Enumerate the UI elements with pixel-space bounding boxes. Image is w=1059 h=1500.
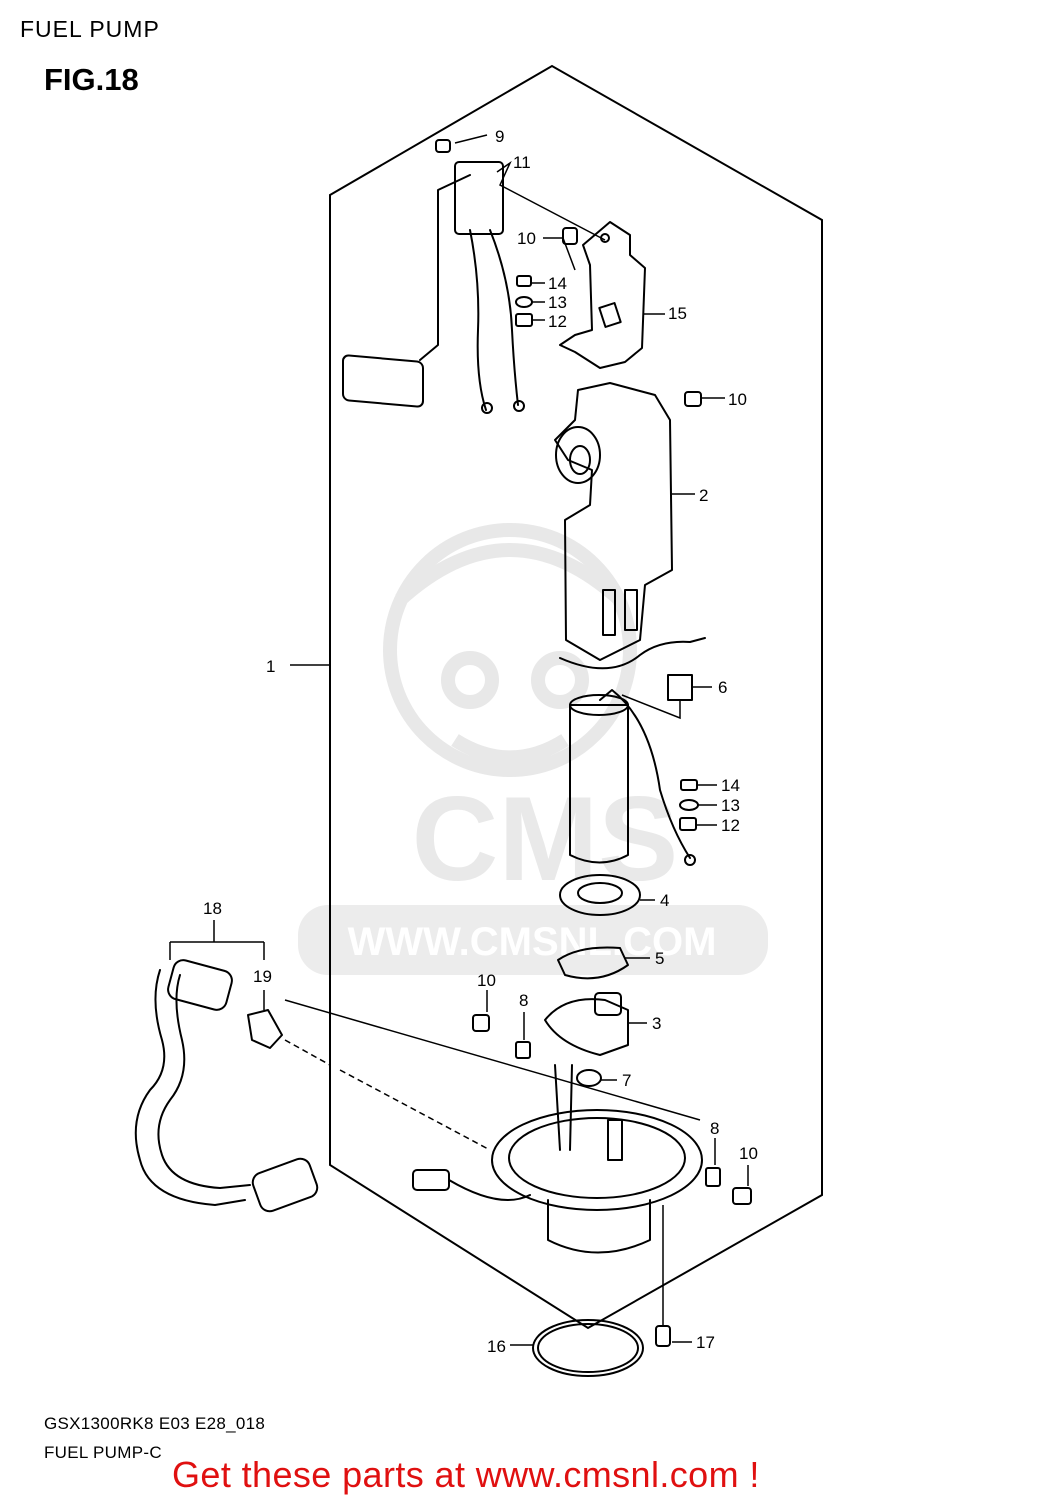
callout-19: 19 (253, 967, 272, 986)
callout-8: 8 (519, 991, 528, 1010)
nut-12-low (679, 817, 697, 831)
housing-slot-1 (602, 589, 616, 636)
pump-wire-terminal (684, 854, 696, 866)
watermark-logo-text: CMS (412, 772, 679, 906)
watermark-banner (298, 905, 768, 975)
fuel-hose (134, 969, 246, 1206)
screw-10-mid (684, 391, 702, 407)
callout-6: 6 (718, 678, 727, 697)
callout-7: 7 (622, 1071, 631, 1090)
o-ring-large-inner (537, 1323, 639, 1373)
flange-bracket (607, 1119, 623, 1161)
strainer-outlet (594, 992, 622, 1016)
callout-9: 9 (495, 127, 504, 146)
grommet (667, 674, 693, 701)
float-arm (419, 174, 471, 361)
callout-11: 11 (513, 153, 531, 172)
pump-housing (554, 382, 673, 661)
strainer (544, 998, 629, 1056)
float (342, 354, 424, 408)
leader-lines (169, 134, 749, 1346)
clamp-19 (247, 1009, 283, 1049)
assembly-outline (329, 64, 823, 1330)
housing-slot-2 (624, 589, 638, 631)
page-title: FUEL PUMP (20, 16, 160, 42)
callout-13: 13 (548, 293, 567, 312)
inner-hose-connector (412, 1169, 450, 1191)
housing-port (555, 426, 601, 484)
housing-port-inner (569, 445, 591, 475)
callout-16: 16 (487, 1337, 506, 1356)
ground-wire (559, 637, 706, 670)
watermark: CMS WWW.CMSNL.COM (298, 523, 768, 975)
fuel-hose-outer (157, 974, 251, 1189)
nut-12-top (515, 313, 533, 327)
pump-wire-harness (599, 689, 691, 859)
figure-label: FIG.18 (44, 62, 139, 97)
callout-10: 10 (728, 390, 747, 409)
nut-14-top (516, 275, 532, 287)
retainer-ring (559, 874, 641, 916)
o-ring-large (532, 1319, 644, 1377)
clip (557, 946, 629, 980)
washer-13-low (679, 799, 699, 811)
washer-13-top (515, 296, 533, 308)
bracket-slot (598, 302, 622, 328)
cta-link[interactable]: Get these parts at www.cmsnl.com ! (172, 1454, 760, 1495)
screw-9 (435, 139, 451, 153)
screw-10-right (732, 1187, 752, 1205)
inner-hose (448, 1179, 531, 1201)
callout-17: 17 (696, 1333, 715, 1352)
callout-10: 10 (517, 229, 536, 248)
watermark-url: WWW.CMSNL.COM (348, 920, 717, 964)
callout-2: 2 (699, 486, 708, 505)
callout-10: 10 (739, 1144, 758, 1163)
callout-8: 8 (710, 1119, 719, 1138)
support-rod (554, 1064, 573, 1151)
callout-3: 3 (652, 1014, 661, 1033)
hose-connector-bottom (251, 1157, 319, 1213)
nut-14-low (680, 779, 698, 791)
base-cup (547, 1199, 651, 1254)
callout-14: 14 (721, 776, 740, 795)
callout-12: 12 (721, 816, 740, 835)
bracket-plate (559, 221, 646, 369)
mascot-logo (383, 523, 637, 777)
callout-14: 14 (548, 274, 567, 293)
callout-1: 1 (266, 657, 275, 676)
hose-connector-top (167, 959, 233, 1011)
model-name: FUEL PUMP-C (44, 1443, 162, 1462)
sender-unit (454, 161, 504, 235)
callout-5: 5 (655, 949, 664, 968)
nut-8-right (705, 1167, 721, 1187)
base-flange-inner (508, 1117, 686, 1199)
wire-terminal-1 (481, 402, 493, 414)
o-ring-small (576, 1069, 602, 1087)
callout-18: 18 (203, 899, 222, 918)
retainer-ring-inner (577, 882, 623, 904)
model-code: GSX1300RK8 E03 E28_018 (44, 1414, 266, 1433)
callout-10: 10 (477, 971, 496, 990)
screw-10-left (472, 1014, 490, 1032)
bolt-17 (655, 1325, 671, 1347)
sender-wire-1 (469, 229, 487, 411)
callout-4: 4 (660, 891, 669, 910)
callout-12: 12 (548, 312, 567, 331)
base-flange (491, 1109, 703, 1211)
pump-motor (569, 704, 629, 864)
sender-wire-2 (489, 229, 519, 406)
callout-15: 15 (668, 304, 687, 323)
wire-terminal-2 (513, 400, 525, 412)
nut-8-left (515, 1041, 531, 1059)
callout-13: 13 (721, 796, 740, 815)
screw-10-top (562, 227, 578, 245)
